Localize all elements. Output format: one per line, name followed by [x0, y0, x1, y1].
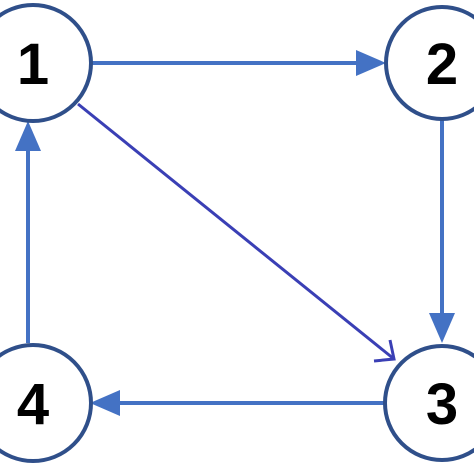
- edge-1-to-3-line: [77, 102, 395, 361]
- node-1: 1: [0, 3, 93, 123]
- edge-4-to-1: [15, 121, 41, 343]
- node-2-label: 2: [426, 32, 458, 97]
- node-3: 3: [383, 344, 474, 462]
- node-3-circle: [383, 344, 474, 462]
- edge-3-to-4: [90, 390, 384, 416]
- edge-1-to-2: [92, 50, 386, 76]
- node-4-circle: [0, 343, 93, 463]
- edge-4-to-1-arrowhead: [15, 121, 41, 151]
- edge-1-to-3: [77, 102, 396, 363]
- edge-2-to-3: [429, 120, 455, 343]
- node-2: 2: [384, 5, 474, 121]
- node-2-circle: [384, 5, 474, 121]
- node-4-label: 4: [17, 372, 49, 437]
- node-1-circle: [0, 3, 93, 123]
- edge-3-to-4-arrowhead: [90, 390, 120, 416]
- node-3-label: 3: [426, 372, 458, 437]
- edge-2-to-3-arrowhead: [429, 313, 455, 343]
- edge-1-to-2-arrowhead: [356, 50, 386, 76]
- node-4: 4: [0, 343, 93, 463]
- node-1-label: 1: [17, 32, 49, 97]
- edge-1-to-3-arrowhead: [373, 339, 396, 363]
